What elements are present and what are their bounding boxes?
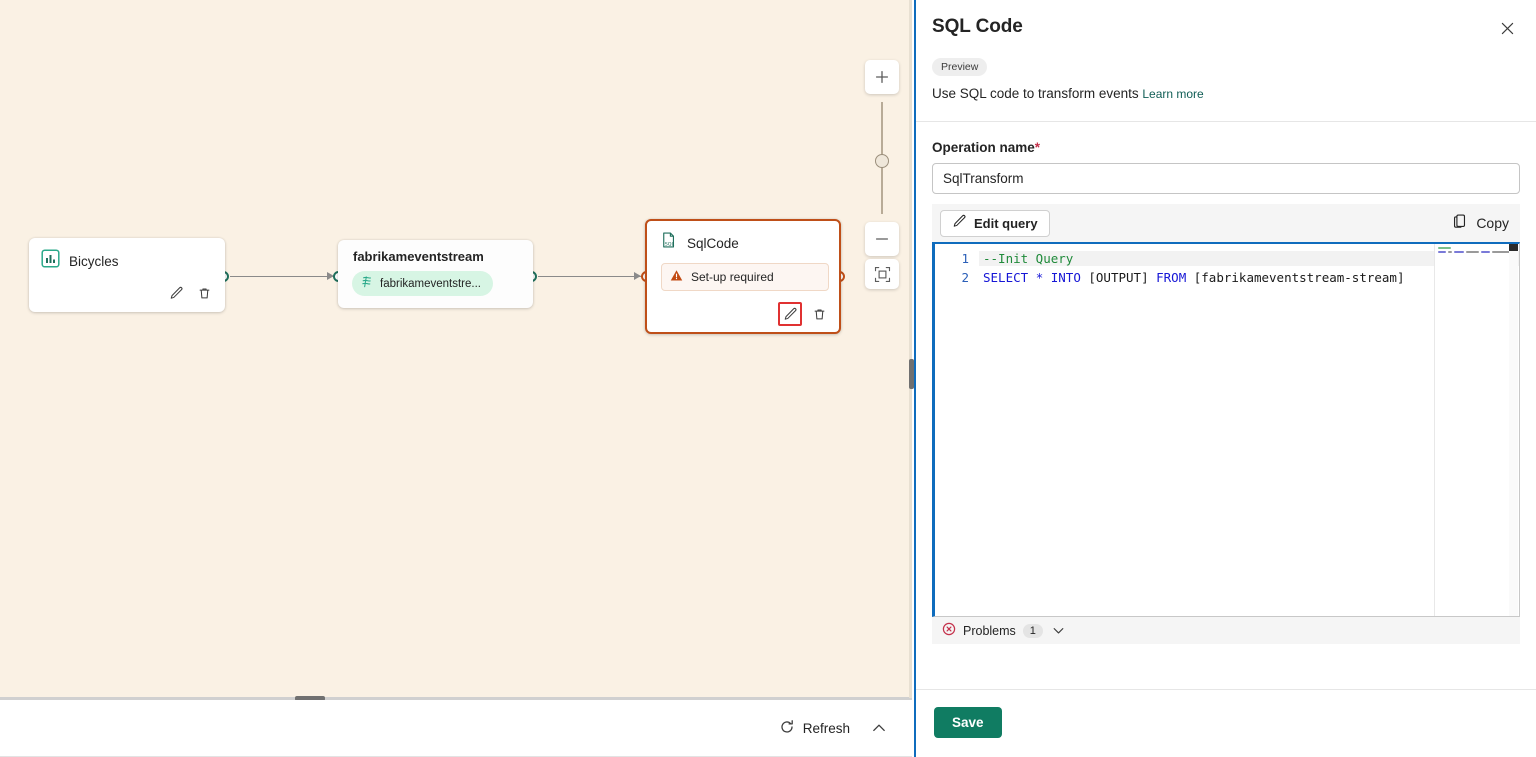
node-title-bicycles: Bicycles: [69, 253, 119, 269]
zoom-out-button[interactable]: [865, 222, 899, 256]
copy-label: Copy: [1476, 215, 1509, 231]
panel-description: Use SQL code to transform events Learn m…: [932, 86, 1512, 101]
stream-chip[interactable]: fabrikameventstre...: [352, 271, 493, 296]
panel-footer: Save: [916, 689, 1536, 757]
panel-resize-handle[interactable]: [909, 359, 914, 389]
close-icon[interactable]: [1496, 17, 1518, 39]
panel-body: Operation name* Edit query: [916, 122, 1536, 644]
edit-query-button[interactable]: Edit query: [940, 209, 1050, 237]
pencil-icon: [952, 214, 967, 232]
problems-expand-button[interactable]: [1050, 622, 1068, 640]
chevron-down-icon: [1054, 628, 1064, 634]
eventstream-canvas: Bicycles fabrikam: [0, 0, 912, 757]
sql-code-panel: SQL Code Preview Use SQL code to transfo…: [916, 0, 1536, 757]
editor-minimap[interactable]: [1434, 244, 1518, 616]
collapse-panel-button[interactable]: [868, 717, 890, 739]
minimap-row: [1492, 251, 1513, 253]
scrollbar-thumb[interactable]: [1509, 244, 1518, 251]
minimap-row: [1438, 247, 1451, 249]
line-number: 2: [961, 270, 969, 285]
problems-count: 1: [1022, 623, 1043, 638]
canvas-node-sqlcode[interactable]: SQL SqlCode Set-up required: [645, 219, 841, 334]
edge-arrow-1: [327, 272, 334, 280]
problems-bar[interactable]: Problems 1: [932, 617, 1520, 644]
sql-file-icon: SQL: [659, 231, 678, 255]
code-line-text: --Init Query: [979, 251, 1519, 266]
edge-arrow-2: [634, 272, 641, 280]
minimap-row: [1466, 251, 1479, 253]
minimap-row: [1454, 251, 1464, 253]
delete-node-icon[interactable]: [808, 303, 830, 325]
canvas-surface[interactable]: Bicycles fabrikam: [0, 0, 912, 698]
canvas-bottom-divider: [0, 696, 912, 701]
editor-toolbar: Edit query Copy: [932, 204, 1520, 242]
edit-query-label: Edit query: [974, 215, 1038, 231]
chevron-up-icon: [873, 724, 885, 732]
minus-icon: [875, 238, 889, 240]
node-header: SQL SqlCode: [647, 221, 839, 255]
refresh-icon: [779, 719, 795, 738]
canvas-node-fabrikameventstream[interactable]: fabrikameventstream fabrikameventstre...: [338, 240, 533, 308]
node-header: Bicycles: [29, 238, 225, 273]
stream-chip-label: fabrikameventstre...: [380, 277, 481, 290]
preview-badge: Preview: [932, 58, 988, 76]
fit-to-screen-icon: [874, 266, 890, 282]
code-line-text: SELECT * INTO [OUTPUT] FROM [fabrikameve…: [983, 270, 1405, 285]
save-button[interactable]: Save: [934, 707, 1002, 738]
delete-node-icon[interactable]: [193, 282, 215, 304]
refresh-button[interactable]: Refresh: [779, 719, 850, 738]
problems-label: Problems: [963, 623, 1016, 638]
zoom-in-button[interactable]: [865, 60, 899, 94]
node-title-sqlcode: SqlCode: [687, 235, 739, 251]
operation-name-input[interactable]: [932, 163, 1520, 194]
minimap-row: [1448, 251, 1452, 253]
edit-node-icon[interactable]: [165, 282, 187, 304]
node-actions-bicycles: [165, 282, 215, 304]
zoom-slider[interactable]: [875, 102, 889, 214]
copy-button[interactable]: Copy: [1452, 213, 1511, 233]
canvas-footer-bar: Refresh: [0, 700, 912, 757]
operation-name-label: Operation name*: [932, 140, 1520, 155]
fit-to-screen-button[interactable]: [865, 259, 899, 289]
required-marker: *: [1034, 140, 1041, 155]
stream-icon: [360, 275, 374, 292]
status-badge-setup-required: Set-up required: [661, 263, 829, 291]
minimap-row: [1438, 251, 1446, 253]
editor-scrollbar[interactable]: [1509, 244, 1518, 616]
node-actions-sqlcode: [778, 302, 830, 326]
panel-header: SQL Code Preview Use SQL code to transfo…: [916, 0, 1536, 122]
panel-accent-rail: [914, 0, 916, 757]
node-title-fabrikameventstream: fabrikameventstream: [353, 249, 484, 264]
panel-description-text: Use SQL code to transform events: [932, 86, 1139, 101]
plus-icon: [875, 70, 889, 84]
learn-more-link[interactable]: Learn more: [1142, 87, 1204, 101]
edge-stream-to-sqlcode: [538, 276, 642, 277]
edge-bicycles-to-stream: [230, 276, 334, 277]
line-number: 1: [961, 251, 969, 266]
page-title: SQL Code: [932, 16, 1023, 37]
canvas-resize-handle[interactable]: [295, 696, 325, 701]
code-line[interactable]: 1 --Init Query: [935, 249, 1519, 268]
zoom-controls: [864, 60, 900, 289]
sql-code-editor[interactable]: 1 --Init Query 2 SELECT * INTO [OUTPUT] …: [932, 242, 1520, 617]
status-badge-label: Set-up required: [691, 270, 774, 284]
error-circle-icon: [942, 622, 956, 639]
edit-node-icon-highlighted[interactable]: [778, 302, 802, 326]
operation-name-label-text: Operation name: [932, 140, 1035, 155]
warning-triangle-icon: [670, 269, 683, 285]
copy-icon: [1452, 213, 1469, 233]
code-token-comment: --Init Query: [983, 251, 1074, 266]
canvas-node-bicycles[interactable]: Bicycles: [29, 238, 225, 312]
bar-chart-icon: [41, 249, 60, 273]
zoom-slider-thumb[interactable]: [875, 154, 889, 168]
minimap-row: [1481, 251, 1490, 253]
refresh-label: Refresh: [802, 720, 850, 736]
code-line[interactable]: 2 SELECT * INTO [OUTPUT] FROM [fabrikame…: [935, 268, 1519, 287]
panel-splitter[interactable]: [909, 0, 914, 698]
svg-text:SQL: SQL: [665, 241, 675, 247]
